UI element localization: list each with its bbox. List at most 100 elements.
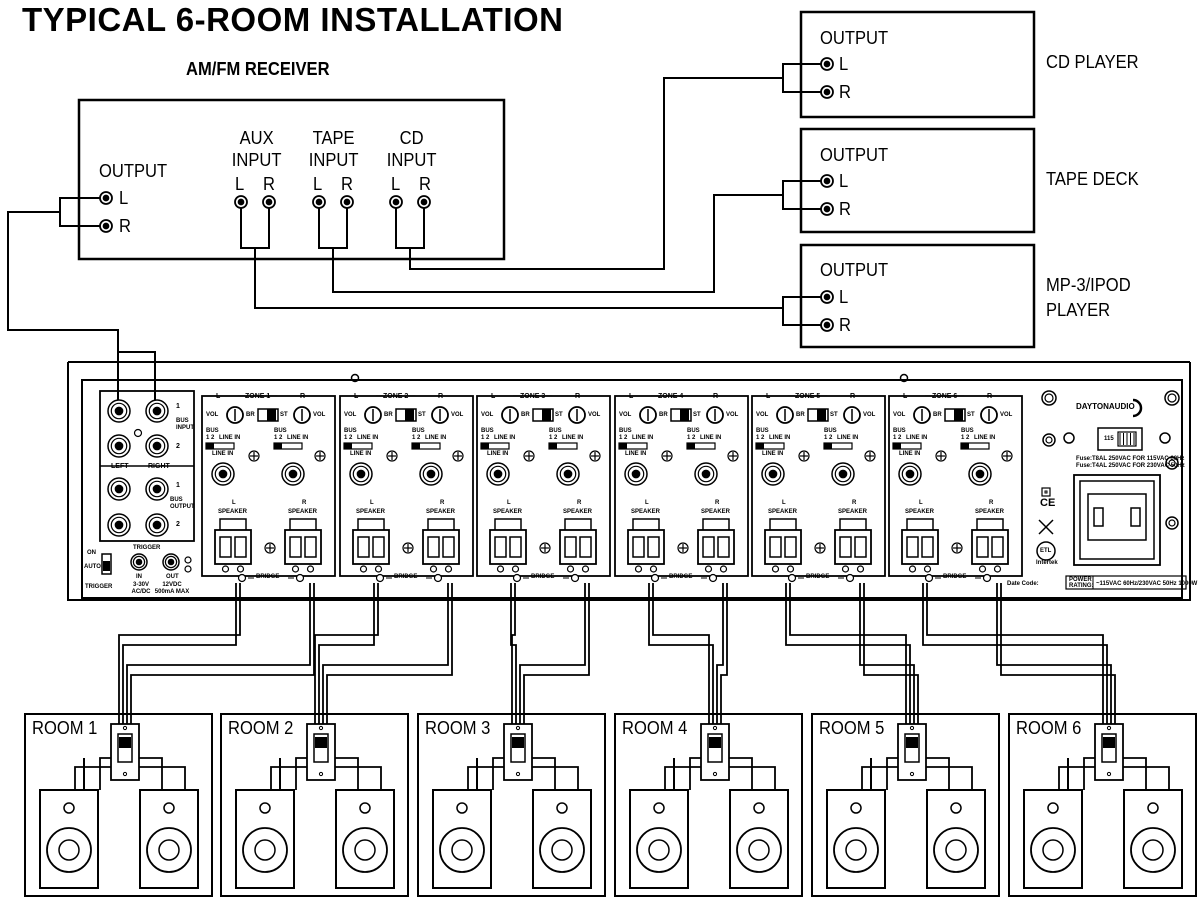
- wire-cd: [409, 77, 783, 270]
- zone-1-spk-r-label: R: [302, 500, 307, 506]
- zone-6-bus-left-label: BUS: [893, 428, 906, 434]
- zone-6-bridge-knob: [954, 409, 963, 421]
- zone-2-spk-l-label: L: [370, 500, 374, 506]
- zone-2-bridge-plus: [375, 573, 385, 583]
- trigger-in-spec: 3-30V AC/DC: [131, 582, 151, 595]
- zone-1-wire-pair-b-2: [130, 583, 315, 724]
- brand-logo-text: DAYTONAUDIO: [1076, 402, 1135, 411]
- zone-4-bridge-knob: [680, 409, 689, 421]
- zone-2-bridge-knob: [405, 409, 414, 421]
- zone-2-br-label: BR: [384, 412, 393, 418]
- room-3-label: ROOM 3: [425, 718, 491, 738]
- voltage-switch-frame: [1097, 427, 1143, 451]
- receiver-output-r: R: [119, 216, 131, 236]
- bus-rca-0-pin: [114, 406, 124, 416]
- zone-2-wire-pair-a-1: [314, 583, 379, 724]
- bus-left-label: LEFT: [111, 463, 129, 470]
- zone-6-linein-l-ring: [901, 465, 919, 483]
- room-3-speaker-0-dustcap: [451, 839, 473, 861]
- receiver-input-0-r-jack-pin: [265, 198, 273, 206]
- room-4-plate-screw-top: [712, 725, 718, 731]
- amp-foot-5-inner: [1168, 519, 1176, 527]
- zone-4-terminal-1-slot-b: [717, 536, 730, 558]
- zone-2-bus-left-linein: LINE IN: [357, 435, 379, 441]
- wire-tape: [332, 194, 783, 293]
- amp-foot-4-inner: [1168, 459, 1176, 467]
- bus-rca-4-pin: [114, 484, 124, 494]
- zone-5-linein-l-pin: [768, 469, 778, 479]
- trigger-switch-trigger: TRIGGER: [85, 584, 113, 590]
- amp-foot-2-inner: [1167, 393, 1177, 403]
- voltage-switch-value: 115: [1104, 436, 1114, 442]
- amp-screw-2: [1159, 432, 1171, 444]
- zone-1-wire-pair-b-1: [126, 583, 311, 724]
- zone-2-linein-r-pin: [426, 469, 436, 479]
- zone-3-spk-r-speaker: SPEAKER: [563, 509, 593, 515]
- zone-2-wire-pair-a-2: [318, 583, 375, 724]
- zone-2-linein-r-ring: [422, 465, 440, 483]
- room-5-plate-screw-bottom: [909, 771, 915, 777]
- room-5-spk-wire-l-2: [861, 766, 898, 790]
- iec-inlet-inner: [1079, 480, 1155, 560]
- room-2-spk-wire-l-2: [270, 766, 307, 790]
- zone-4-wire-pair-a-2: [648, 583, 714, 724]
- room-5-plate-screw-top: [909, 725, 915, 731]
- zone-6-terminal-0-slot-a: [906, 536, 919, 558]
- bus-rca-3-ring: [148, 437, 166, 455]
- zone-6-linein-label: LINE IN: [899, 451, 921, 457]
- room-5-spk-wire-r-1: [926, 757, 950, 790]
- bus-out-1: 1: [176, 482, 180, 489]
- bus-rca-7-pin: [152, 520, 162, 530]
- room-3-spk-wire-r-1: [532, 757, 556, 790]
- zone-1-terminal-1-slot-a: [289, 536, 302, 558]
- zone-2-bus-right-knob: [412, 443, 420, 449]
- bus-rca-7-ring: [148, 516, 166, 534]
- zone-3-bus-left-label: BUS: [481, 428, 494, 434]
- zone-6-linein-r-pin: [975, 469, 985, 479]
- zone-1-linein-label: LINE IN: [212, 451, 234, 457]
- zone-6-bridge-minus: [982, 573, 992, 583]
- bus-in-2: 2: [176, 443, 180, 450]
- zone-3-spk-l-label: L: [507, 500, 511, 506]
- room-1-plate-screw-bottom: [122, 771, 128, 777]
- etl-circle: [1036, 541, 1056, 561]
- cd-player-output-label: OUTPUT: [820, 28, 889, 48]
- mp3-output-label: OUTPUT: [820, 260, 889, 280]
- zone-5-header-l: L: [766, 393, 771, 400]
- room-5-speaker-0-dustcap: [845, 839, 867, 861]
- room-3-wall-control-knob: [512, 737, 524, 748]
- zone-6-terminal-1-plus: [978, 565, 987, 573]
- zone-5-spk-l-label: L: [782, 500, 786, 506]
- receiver-to-bus-wire-r: [118, 351, 156, 400]
- bus-rca-4-ring: [110, 480, 128, 498]
- bus-ground-screw: [133, 428, 143, 438]
- room-6-spk-wire-l-2: [1058, 766, 1095, 790]
- bus-out-2: 2: [176, 521, 180, 528]
- zone-6-bus-left-nums: 1 2: [893, 435, 902, 441]
- zone-4-bus-right-nums: 1 2: [687, 435, 696, 441]
- room-1-spk-wire-r-1: [139, 757, 163, 790]
- zone-4-terminal-0-plus: [634, 565, 643, 573]
- zone-1-bridge-plus: [237, 573, 247, 583]
- receiver-output-label: OUTPUT: [99, 161, 168, 181]
- zone-4-spk-l-label: L: [645, 500, 649, 506]
- zone-4-spk-r-label: R: [715, 500, 720, 506]
- room-3-plate-screw-top: [515, 725, 521, 731]
- room-3-plate-screw-bottom: [515, 771, 521, 777]
- room-4-plate-screw-bottom: [712, 771, 718, 777]
- receiver-input-2-r-jack-pin: [420, 198, 428, 206]
- room-5-spk-wire-l-1: [886, 757, 898, 790]
- zone-3-terminal-1-minus: [581, 565, 590, 573]
- zone-4-bridge-label: BRIDGE: [669, 574, 693, 580]
- zone-5-linein-l-ring: [764, 465, 782, 483]
- zone-6-terminal-0-slot-b: [921, 536, 934, 558]
- room-6-speaker-0-tweeter: [1047, 802, 1059, 814]
- power-rating-value: ~115VAC 60Hz/230VAC 50Hz 1000W: [1096, 581, 1198, 587]
- zone-5-linein-label: LINE IN: [762, 451, 784, 457]
- receiver-to-bus-wire-l: [7, 211, 119, 400]
- source-2-r-jack-pin: [823, 321, 831, 329]
- weee-cross-b: [1038, 519, 1054, 535]
- zone-5-spk-r-label: R: [852, 500, 857, 506]
- zone-5-vol-right-label: VOL: [863, 412, 876, 418]
- zone-1-bus-left-knob: [206, 443, 214, 449]
